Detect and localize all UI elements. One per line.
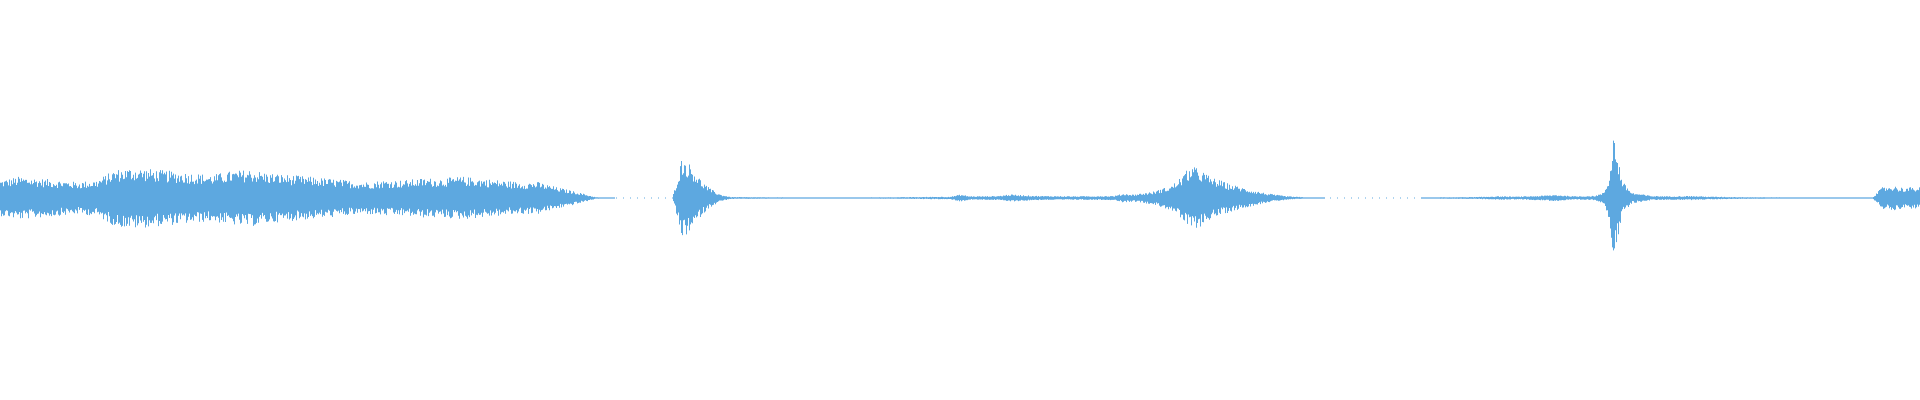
waveform-samples [0,140,1920,251]
waveform-path [0,140,1920,251]
